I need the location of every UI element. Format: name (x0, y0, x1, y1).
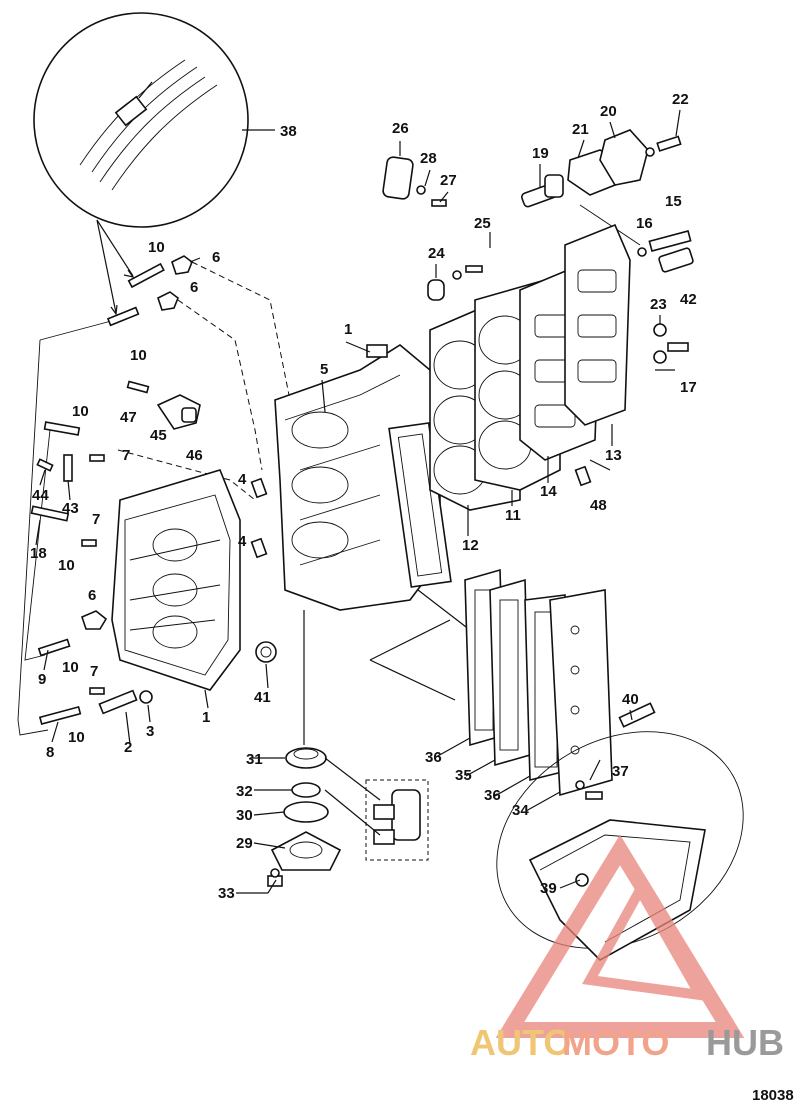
callout-44: 44 (32, 487, 49, 504)
callout-10-b: 10 (130, 347, 147, 364)
svg-text:MOTO: MOTO (562, 1022, 669, 1063)
callout-25: 25 (474, 215, 491, 232)
bearing-housing (267, 747, 429, 887)
callout-12: 12 (462, 537, 479, 554)
callout-48: 48 (590, 497, 607, 514)
watermark-logo (495, 834, 745, 1038)
callout-7-a: 7 (122, 447, 130, 464)
callout-35: 35 (455, 767, 472, 784)
callout-45: 45 (150, 427, 167, 444)
callout-6-b: 6 (190, 279, 198, 296)
callout-27: 27 (440, 172, 457, 189)
callout-29: 29 (236, 835, 253, 852)
callout-9: 9 (38, 671, 46, 688)
callout-37: 37 (612, 763, 629, 780)
callout-23: 23 (650, 296, 667, 313)
callout-40: 40 (622, 691, 639, 708)
callout-14: 14 (540, 483, 557, 500)
exhaust-plates (464, 568, 613, 800)
callout-7-c: 7 (90, 663, 98, 680)
callout-21: 21 (572, 121, 589, 138)
callout-41: 41 (254, 689, 271, 706)
callout-10-d: 10 (58, 557, 75, 574)
callout-18: 18 (30, 545, 47, 562)
callout-4-a: 4 (238, 471, 247, 488)
callout-19: 19 (532, 145, 549, 162)
callout-3: 3 (146, 723, 154, 740)
callout-16: 16 (636, 215, 653, 232)
detail-view-38 (33, 12, 275, 316)
callout-13: 13 (605, 447, 622, 464)
callout-1-b: 1 (202, 709, 210, 726)
callout-2: 2 (124, 739, 132, 756)
callout-32: 32 (236, 783, 253, 800)
svg-text:AUTO: AUTO (470, 1022, 571, 1063)
cylinder-head-cover (111, 469, 241, 691)
callout-30: 30 (236, 807, 253, 824)
cylinder-head-gasket-cover (519, 223, 631, 487)
callout-33: 33 (218, 885, 235, 902)
callout-22: 22 (672, 91, 689, 108)
callout-24: 24 (428, 245, 445, 262)
callout-34: 34 (512, 802, 529, 819)
callout-6-a: 6 (212, 249, 220, 266)
right-hardware (637, 230, 694, 371)
callout-38: 38 (280, 123, 297, 140)
callout-36-b: 36 (484, 787, 501, 804)
callout-11: 11 (505, 507, 521, 524)
callout-47: 47 (120, 409, 137, 426)
callout-17: 17 (680, 379, 697, 396)
watermark-text: AUTO MOTO HUB (470, 1022, 784, 1063)
figure-number: 18038 (752, 1087, 794, 1104)
callout-28: 28 (420, 150, 437, 167)
callout-31: 31 (246, 751, 263, 768)
callout-15: 15 (665, 193, 682, 210)
svg-text:HUB: HUB (706, 1022, 784, 1063)
callout-6-c: 6 (88, 587, 96, 604)
callout-8: 8 (46, 744, 54, 761)
callout-36-a: 36 (425, 749, 442, 766)
callout-1-a: 1 (344, 321, 352, 338)
callout-20: 20 (600, 103, 617, 120)
callout-5: 5 (320, 361, 328, 378)
leader-lines (35, 109, 681, 894)
callout-39: 39 (540, 880, 557, 897)
callout-26: 26 (392, 120, 409, 137)
callout-10-e: 10 (62, 659, 79, 676)
callout-10-f: 10 (68, 729, 85, 746)
callout-10-a: 10 (148, 239, 165, 256)
callout-42: 42 (680, 291, 697, 308)
top-hardware (416, 129, 682, 301)
callout-labels: 38 10 6 6 10 47 45 46 10 7 44 43 7 18 10… (30, 91, 697, 902)
callout-43: 43 (62, 500, 79, 517)
callout-7-b: 7 (92, 511, 100, 528)
left-hardware (30, 255, 277, 726)
callout-46: 46 (186, 447, 203, 464)
callout-4-b: 4 (238, 533, 247, 550)
callout-10-c: 10 (72, 403, 89, 420)
cylinder-block (250, 156, 471, 745)
